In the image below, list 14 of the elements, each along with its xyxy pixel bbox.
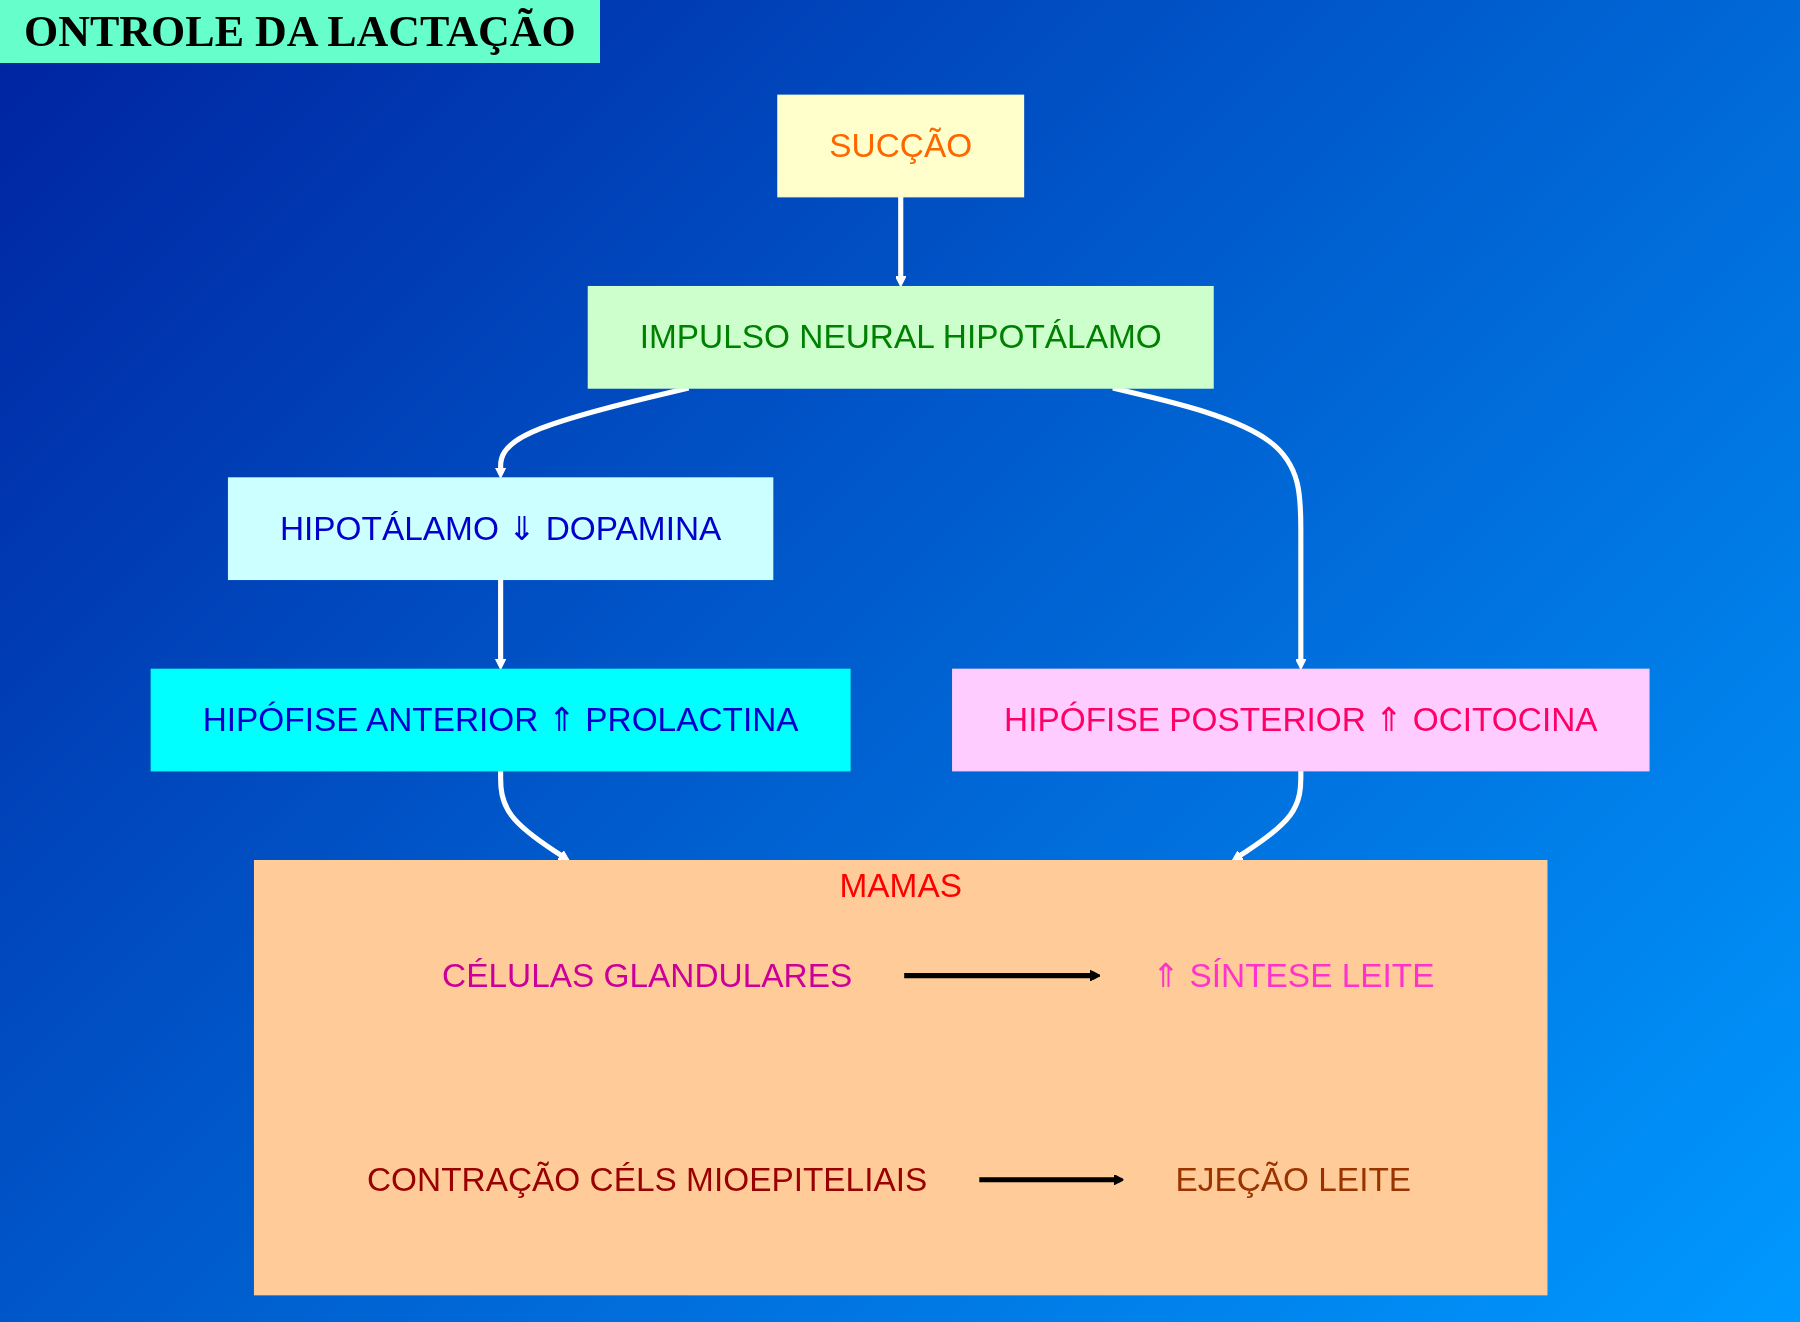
arrow	[1231, 770, 1304, 862]
node-box: HIPOTÁLAMO ⇓ DOPAMINA	[227, 477, 774, 581]
node-text: CONTRAÇÃO CÉLS MIOEPITELIAIS	[366, 1159, 928, 1199]
node-box: HIPÓFISE ANTERIOR ⇑ PROLACTINA	[150, 668, 851, 772]
node-box: SUCÇÃO	[777, 94, 1025, 198]
node-box: HIPÓFISE POSTERIOR ⇑ OCITOCINA	[951, 668, 1650, 772]
node-text: EJEÇÃO LEITE	[1175, 1159, 1411, 1199]
arrow	[494, 579, 507, 670]
title: ONTROLE DA LACTAÇÃO	[0, 0, 600, 63]
arrow	[894, 196, 907, 288]
node-text: ⇑ SÍNTESE LEITE	[1151, 955, 1435, 995]
node-box: IMPULSO NEURAL HIPOTÁLAMO	[587, 286, 1214, 389]
arrow	[497, 770, 570, 862]
node-text: CÉLULAS GLANDULARES	[441, 955, 853, 995]
